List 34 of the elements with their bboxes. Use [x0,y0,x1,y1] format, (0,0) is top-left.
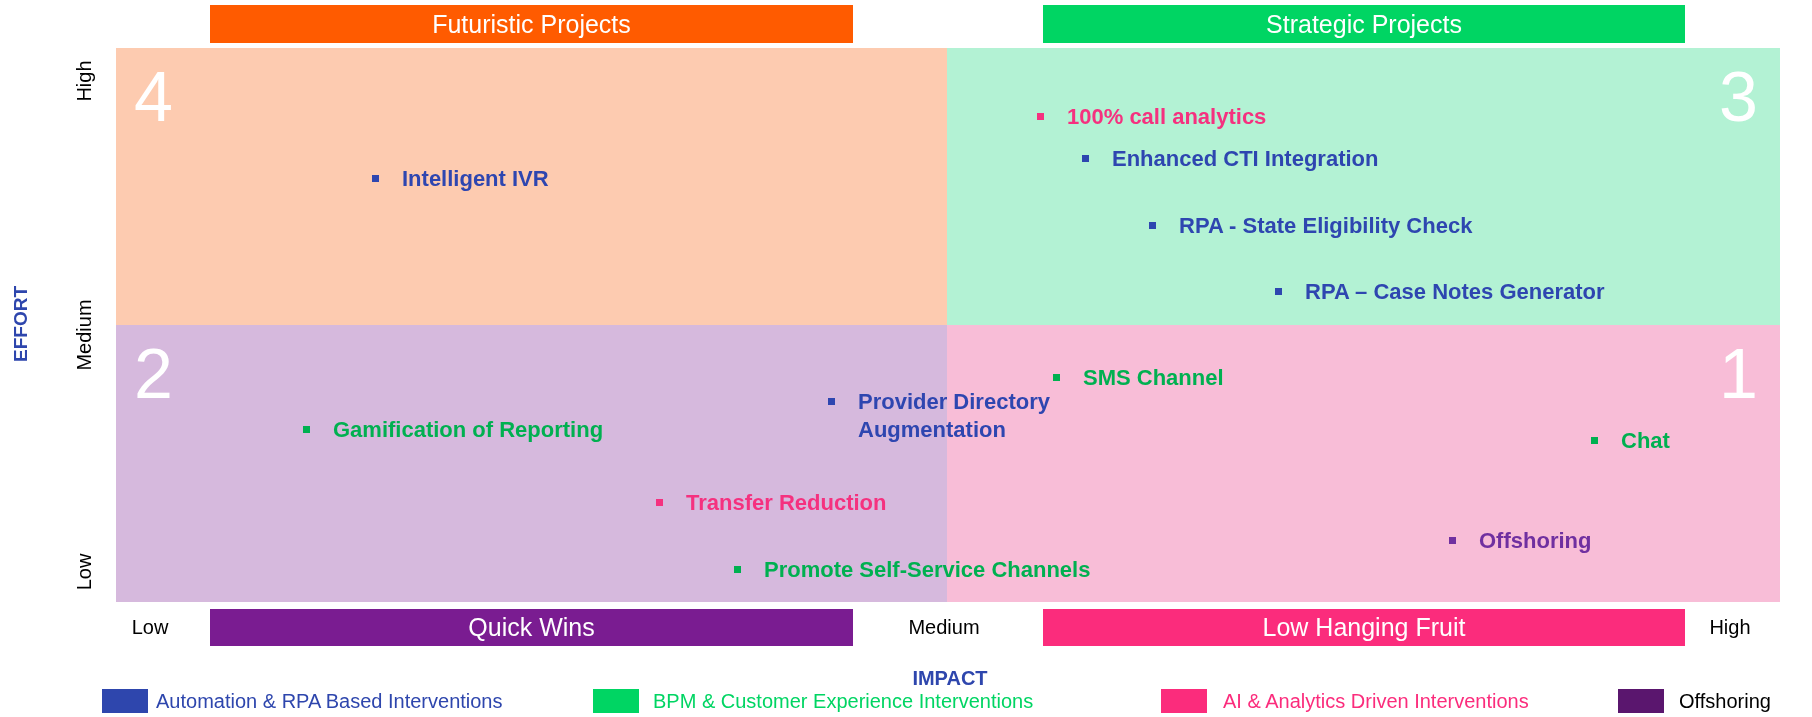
axis-tick-label: Medium [908,615,980,639]
item-label: RPA – Case Notes Generator [1305,278,1605,306]
item-label: Enhanced CTI Integration [1112,145,1379,173]
quadrant-panel [116,48,947,325]
quadrant-title-bar: Quick Wins [210,609,853,646]
quadrant-title-bar: Strategic Projects [1043,5,1685,43]
item-label: 100% call analytics [1067,103,1267,131]
quadrant-number: 3 [1719,62,1758,132]
legend-label: AI & Analytics Driven Interventions [1223,690,1529,713]
item-label: Provider Directory Augmentation [858,388,1051,444]
legend-label: Automation & RPA Based Interventions [156,690,503,713]
axis-tick-label: Low [131,615,169,639]
axis-tick-label: High [1709,615,1751,639]
item-label: Promote Self-Service Channels [764,556,1091,584]
legend-label: BPM & Customer Experience Interventions [653,690,1034,713]
quadrant-number: 4 [134,62,173,132]
axis-tick-label: High [72,60,96,102]
quadrant-title-bar: Futuristic Projects [210,5,853,43]
axis-title: EFFORT [10,286,32,362]
item-label: Intelligent IVR [402,165,549,193]
quadrant-title-bar: Low Hanging Fruit [1043,609,1685,646]
item-label: Transfer Reduction [686,489,887,517]
quadrant-panel [947,48,1780,325]
legend-label: Offshoring [1679,690,1771,713]
item-label: SMS Channel [1083,364,1224,392]
item-label: Gamification of Reporting [333,416,604,444]
axis-tick-label: Medium [72,299,96,371]
item-label: Chat [1621,427,1670,455]
quadrant-number: 1 [1719,339,1758,409]
axis-title: IMPACT [912,666,988,690]
axis-tick-label: Low [72,553,96,591]
quadrant-number: 2 [134,339,173,409]
item-label: Offshoring [1479,527,1592,555]
item-label: RPA - State Eligibility Check [1179,212,1473,240]
